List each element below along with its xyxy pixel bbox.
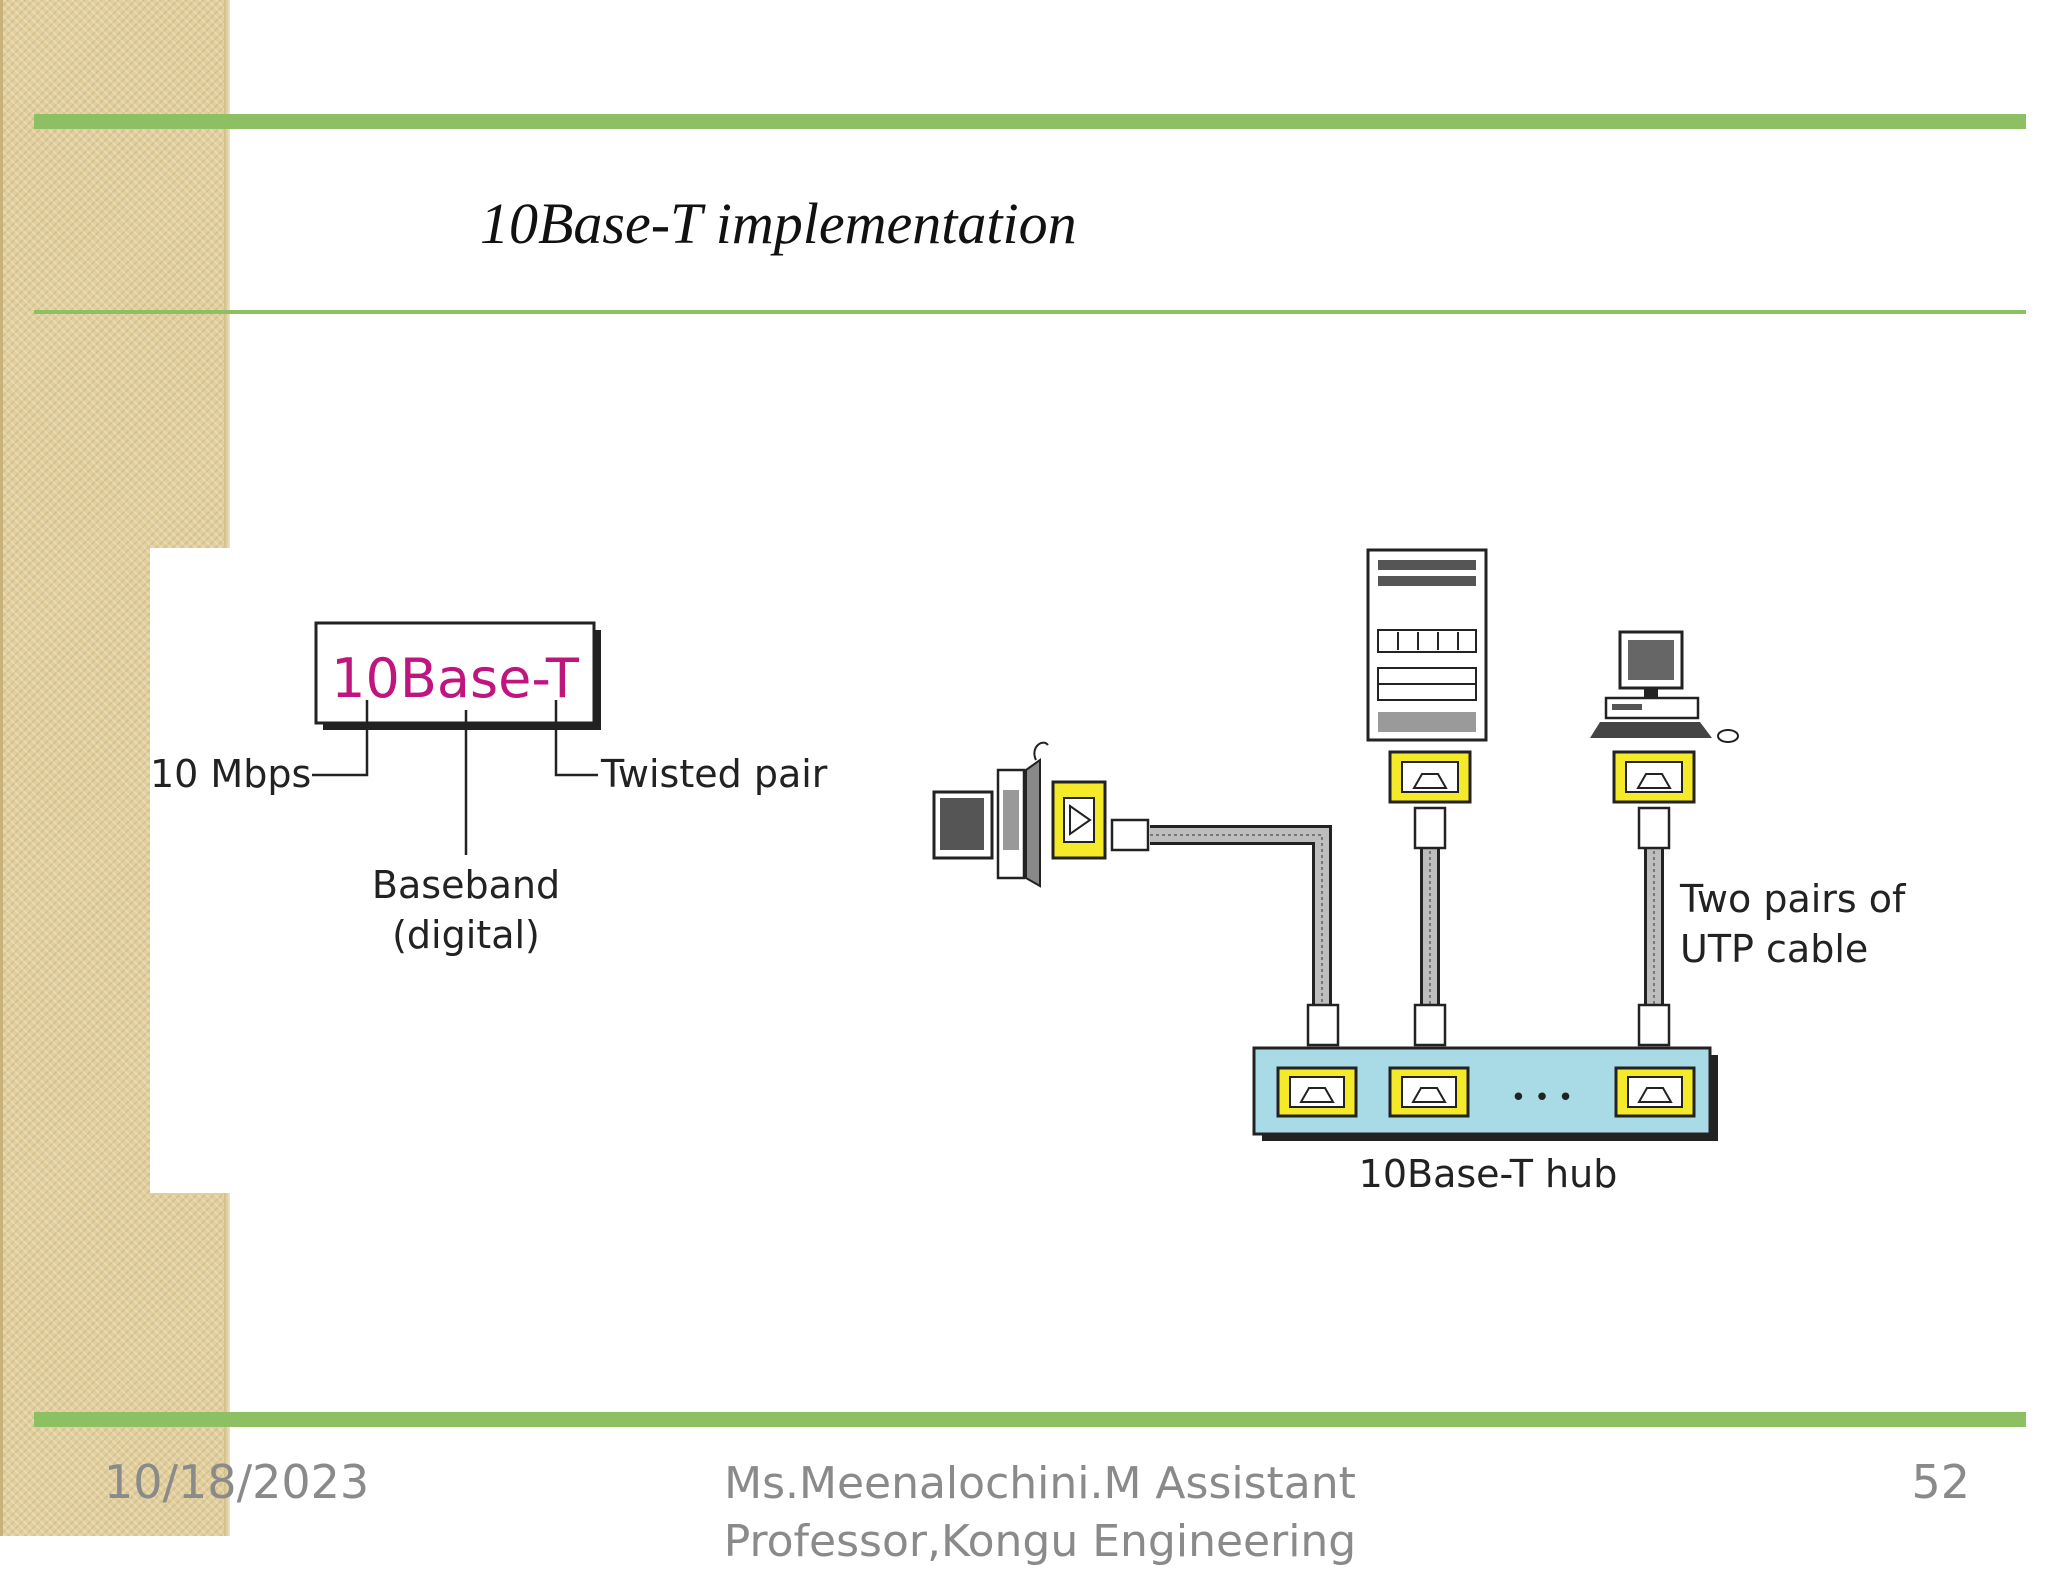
cable-label-line1: Two pairs of — [1679, 877, 1907, 921]
name-box-text: 10Base-T — [331, 647, 580, 710]
rate-leader-line — [312, 700, 369, 777]
figure-left-whitespace — [150, 548, 230, 1193]
utp-cable-desktop — [1637, 806, 1671, 1047]
server-port-icon — [1388, 750, 1472, 804]
utp-cable-server — [1413, 806, 1447, 1047]
hub-label: 10Base-T hub — [1359, 1152, 1618, 1196]
laptop-nic-icon — [932, 741, 1049, 888]
medium-label: Twisted pair — [600, 752, 828, 796]
laptop-port-icon — [1051, 780, 1107, 860]
footer-date: 10/18/2023 — [104, 1455, 370, 1509]
hub-ellipsis: • • • — [1511, 1083, 1574, 1113]
server-tower-icon — [1366, 548, 1488, 742]
cable-label-line2: UTP cable — [1680, 927, 1868, 971]
hub-port-3 — [1614, 1066, 1696, 1118]
hub-icon — [1252, 1046, 1718, 1141]
ethernet-diagram: 10Base-T 10 Mbps Twisted pair Baseband (… — [150, 548, 1907, 1196]
desktop-computer-icon — [1590, 630, 1739, 743]
signal-label-line1: Baseband — [372, 863, 560, 907]
bottom-green-rule — [34, 1412, 2026, 1427]
name-box — [314, 621, 596, 725]
slide-title: 10Base-T implementation — [480, 191, 1077, 256]
desktop-port-icon — [1612, 750, 1696, 804]
footer-author: Ms.Meenalochini.M Assistant Professor,Ko… — [723, 1458, 1357, 1567]
title-underline-rule — [34, 310, 2026, 314]
utp-cable-laptop — [1110, 818, 1340, 1047]
page-number: 52 — [1911, 1455, 1970, 1509]
rate-label: 10 Mbps — [150, 752, 311, 796]
hub-port-1 — [1276, 1066, 1358, 1118]
medium-leader-line — [554, 700, 598, 777]
hub-port-2 — [1388, 1066, 1470, 1118]
top-green-rule — [34, 114, 2026, 129]
signal-label-line2: (digital) — [392, 913, 540, 957]
